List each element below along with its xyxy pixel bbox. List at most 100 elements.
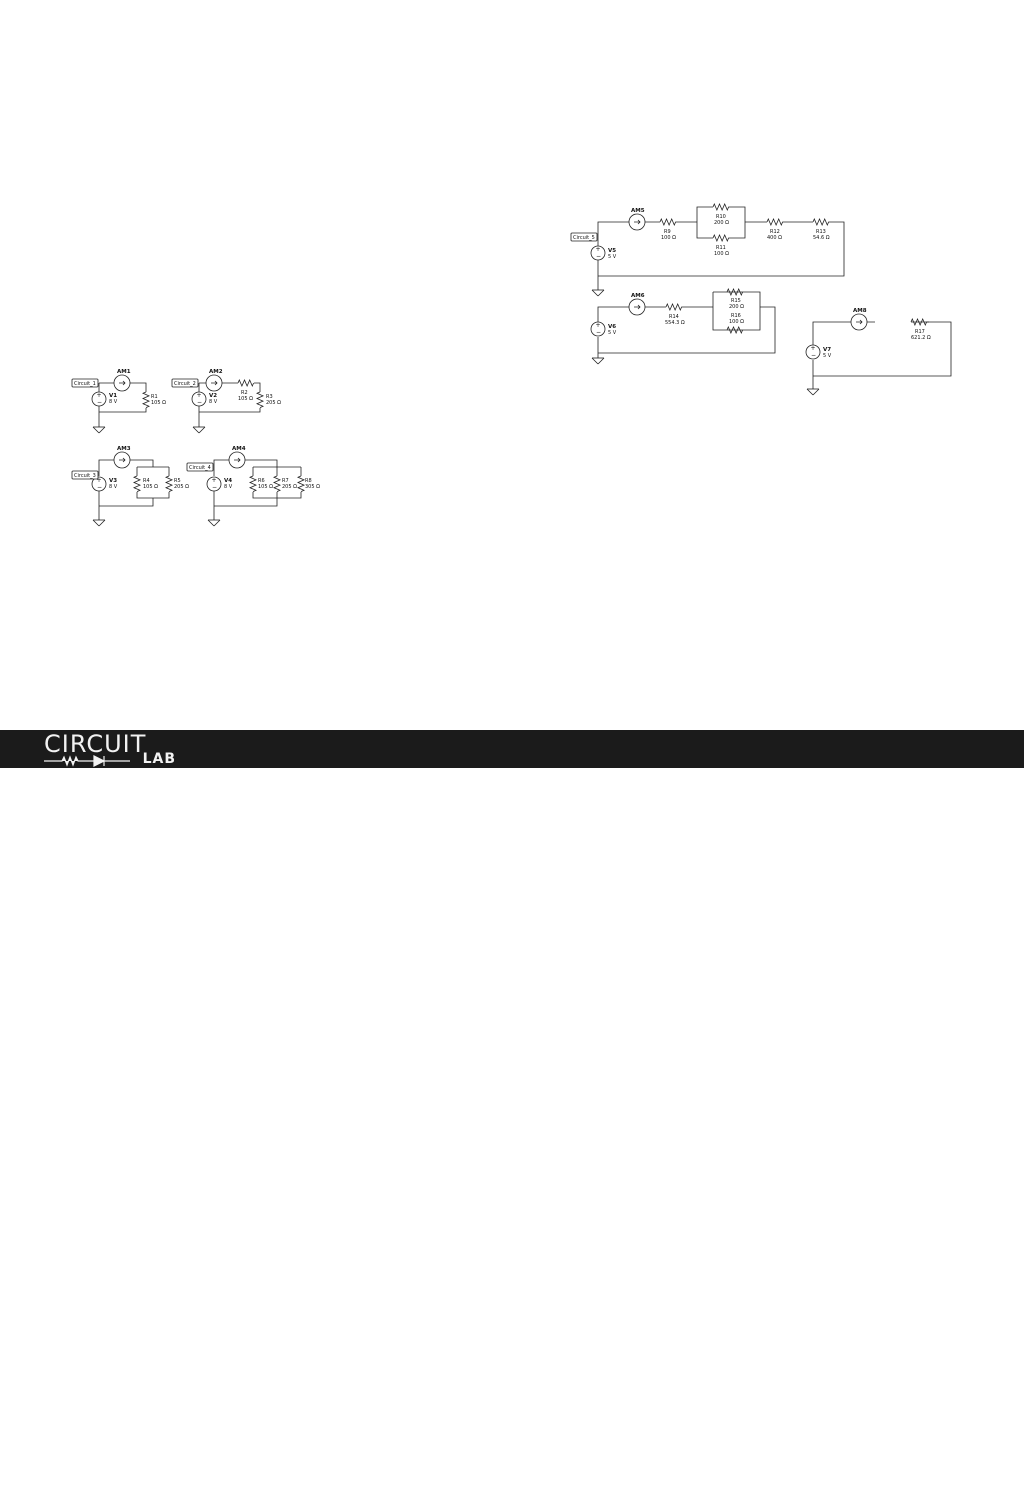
- source-value: 8 V: [109, 484, 118, 490]
- project-url[interactable]: http://circuitlab.com/cn2b6n3c4d8g2: [218, 1480, 478, 1496]
- svg-text:+: +: [97, 392, 102, 399]
- ammeter-label: AM8: [853, 308, 867, 314]
- ammeter-label: AM3: [117, 446, 131, 452]
- resistor-r4[interactable]: R4 105 Ω: [132, 475, 158, 492]
- footer-bar: CIRCUIT LAB Ellanko / Lab_1_Circuits htt…: [0, 730, 1024, 1496]
- source-label: V5: [608, 248, 616, 254]
- resistor-r14[interactable]: R14 554.3 Ω: [665, 302, 685, 326]
- resistor-value: 400 Ω: [767, 235, 782, 241]
- voltage-source-v4[interactable]: + − V4 8 V: [206, 476, 233, 492]
- ground-symbol: [806, 388, 820, 396]
- circuit-4[interactable]: AM4 + − V4 8 V R6 105 Ω R7 205 Ω R8 305 …: [186, 446, 320, 527]
- resistor-r8[interactable]: R8 305 Ω: [296, 475, 320, 492]
- ammeter-am4[interactable]: AM4: [228, 446, 246, 469]
- circuit-3[interactable]: AM3 + − V3 8 V R4 105 Ω R5 205 Ω Circuit…: [71, 446, 189, 527]
- resistor-value: 105 Ω: [238, 396, 253, 402]
- circuit-tag[interactable]: Circuit_3: [71, 470, 99, 480]
- ammeter-am6[interactable]: AM6: [628, 293, 646, 316]
- svg-text:−: −: [97, 484, 102, 491]
- voltage-source-v5[interactable]: + − V5 5 V: [590, 245, 617, 261]
- voltage-source-v3[interactable]: + − V3 8 V: [91, 476, 118, 492]
- source-value: 5 V: [608, 330, 617, 336]
- ammeter-am1[interactable]: AM1: [113, 369, 131, 392]
- resistor-r17[interactable]: R17 621.2 Ω: [910, 317, 931, 341]
- circuit-tag[interactable]: Circuit_2: [171, 378, 199, 388]
- title-separator: /: [268, 1461, 283, 1477]
- resistor-name: R7: [282, 478, 289, 484]
- circuit-tag-label: Circuit_5: [573, 235, 595, 241]
- resistor-value: 205 Ω: [266, 400, 281, 406]
- resistor-r16[interactable]: R16 100 Ω: [726, 313, 744, 335]
- source-value: 5 V: [823, 353, 832, 359]
- resistor-r13[interactable]: R13 54.6 Ω: [812, 217, 831, 241]
- source-label: V6: [608, 324, 616, 330]
- logo-bottom-text: LAB: [142, 751, 176, 767]
- circuit-tag[interactable]: Circuit_1: [71, 378, 99, 388]
- source-label: V1: [109, 393, 117, 399]
- ammeter-label: AM2: [209, 369, 223, 375]
- resistor-name: R2: [241, 390, 248, 396]
- source-value: 8 V: [109, 399, 118, 405]
- source-value: 5 V: [608, 254, 617, 260]
- circuit-2[interactable]: AM2 + − V2 8 V R2 105 Ω R3 205 Ω Circuit…: [171, 369, 281, 434]
- voltage-source-v7[interactable]: + − V7 5 V: [805, 344, 832, 360]
- resistor-name: R16: [731, 313, 741, 319]
- voltage-source-v2[interactable]: + − V2 8 V: [191, 391, 218, 407]
- source-value: 8 V: [224, 484, 233, 490]
- svg-text:−: −: [212, 484, 217, 491]
- resistor-r9[interactable]: R9 100 Ω: [659, 217, 678, 241]
- resistor-value: 105 Ω: [143, 484, 158, 490]
- svg-text:+: +: [212, 477, 217, 484]
- ground-symbol: [591, 357, 605, 365]
- resistor-value: 105 Ω: [151, 400, 166, 406]
- resistor-name: R9: [664, 229, 671, 235]
- ammeter-am3[interactable]: AM3: [113, 446, 131, 469]
- resistor-value: 100 Ω: [714, 251, 729, 257]
- resistor-name: R3: [266, 394, 273, 400]
- source-label: V3: [109, 478, 117, 484]
- svg-text:−: −: [596, 253, 601, 260]
- resistor-r10[interactable]: R10 200 Ω: [712, 202, 731, 226]
- circuit-tag-label: Circuit_4: [189, 465, 211, 471]
- author-link[interactable]: Ellanko: [218, 1461, 269, 1477]
- circuit-tag[interactable]: Circuit_5: [570, 232, 598, 242]
- ammeter-label: AM4: [232, 446, 246, 452]
- ammeter-am8[interactable]: AM8: [850, 308, 868, 331]
- resistor-r6[interactable]: R6 105 Ω: [248, 475, 273, 492]
- resistor-r3[interactable]: R3 205 Ω: [255, 391, 281, 408]
- resistor-name: R8: [305, 478, 312, 484]
- resistor-value: 205 Ω: [174, 484, 189, 490]
- source-value: 8 V: [209, 399, 218, 405]
- resistor-r7[interactable]: R7 205 Ω: [272, 475, 297, 492]
- circuit-7[interactable]: AM8 + − V7 5 V R17 621.2 Ω: [805, 308, 952, 396]
- resistor-name: R1: [151, 394, 158, 400]
- ammeter-am5[interactable]: AM5: [628, 208, 646, 231]
- circuit-tag-label: Circuit_1: [74, 381, 96, 387]
- resistor-r1[interactable]: R1 105 Ω: [141, 391, 166, 408]
- resistor-name: R6: [258, 478, 265, 484]
- resistor-r15[interactable]: R15 200 Ω: [726, 287, 744, 310]
- resistor-r5[interactable]: R5 205 Ω: [164, 475, 189, 492]
- resistor-name: R4: [143, 478, 150, 484]
- circuit-6[interactable]: AM6 + − V6 5 V R14 554.3 Ω R15 200 Ω R16…: [590, 287, 776, 365]
- circuit-tag[interactable]: Circuit_4: [186, 462, 214, 472]
- svg-text:+: +: [97, 477, 102, 484]
- resistor-value: 554.3 Ω: [665, 320, 685, 326]
- ground-symbol: [92, 426, 106, 434]
- circuit-5[interactable]: AM5 + − V5 5 V R9 100 Ω R10 200 Ω R11 10…: [570, 202, 845, 297]
- project-name-link[interactable]: Lab_1_Circuits: [282, 1461, 395, 1477]
- resistor-value: 200 Ω: [729, 304, 744, 310]
- resistor-r11[interactable]: R11 100 Ω: [712, 233, 731, 257]
- source-label: V4: [224, 478, 232, 484]
- circuit-1[interactable]: AM1 + − V1 8 V R1 105 Ω Circuit_1: [71, 369, 166, 434]
- voltage-source-v1[interactable]: + − V1 8 V: [91, 391, 118, 407]
- resistor-r12[interactable]: R12 400 Ω: [766, 217, 785, 241]
- voltage-source-v6[interactable]: + − V6 5 V: [590, 321, 617, 337]
- resistor-value: 305 Ω: [305, 484, 320, 490]
- resistor-value: 105 Ω: [258, 484, 273, 490]
- circuitlab-logo[interactable]: CIRCUIT LAB: [44, 732, 176, 767]
- ammeter-am2[interactable]: AM2: [205, 369, 223, 392]
- logo-waveform-icon: [44, 755, 130, 767]
- resistor-r2[interactable]: R2 105 Ω: [237, 378, 254, 402]
- schematic-canvas[interactable]: AM1 + − V1 8 V R1 105 Ω Circuit_1 AM2: [0, 0, 1024, 730]
